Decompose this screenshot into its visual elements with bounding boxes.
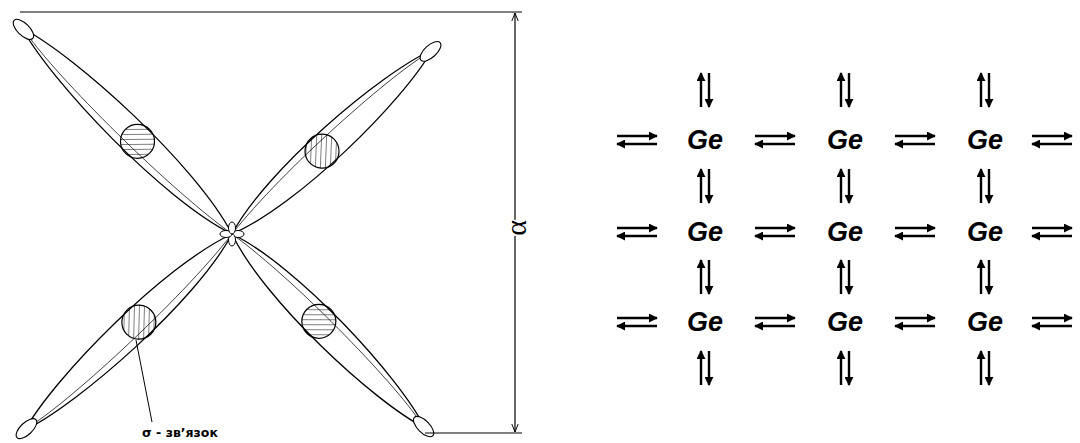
orbital-lobe [220, 30, 451, 246]
atom-symbol: Ge [687, 309, 723, 336]
orbital-lobe [220, 222, 445, 443]
orbital-lobe [5, 222, 243, 443]
atom-symbol: Ge [827, 127, 863, 154]
bond-label: σ - зв’язок [142, 427, 218, 440]
bond-arrows [617, 73, 1072, 385]
atom-symbol: Ge [967, 309, 1003, 336]
atom-symbol: Ge [827, 219, 863, 246]
atom-symbol: Ge [827, 309, 863, 336]
atom-symbol: Ge [687, 127, 723, 154]
center-lobes [220, 222, 244, 246]
dimension-line [20, 12, 522, 433]
atom-symbol: Ge [687, 219, 723, 246]
leader-line [136, 340, 152, 422]
dimension-label: α [500, 220, 532, 236]
orbital-lobe [2, 8, 244, 246]
atom-symbol: Ge [967, 127, 1003, 154]
atom-symbol: Ge [967, 219, 1003, 246]
